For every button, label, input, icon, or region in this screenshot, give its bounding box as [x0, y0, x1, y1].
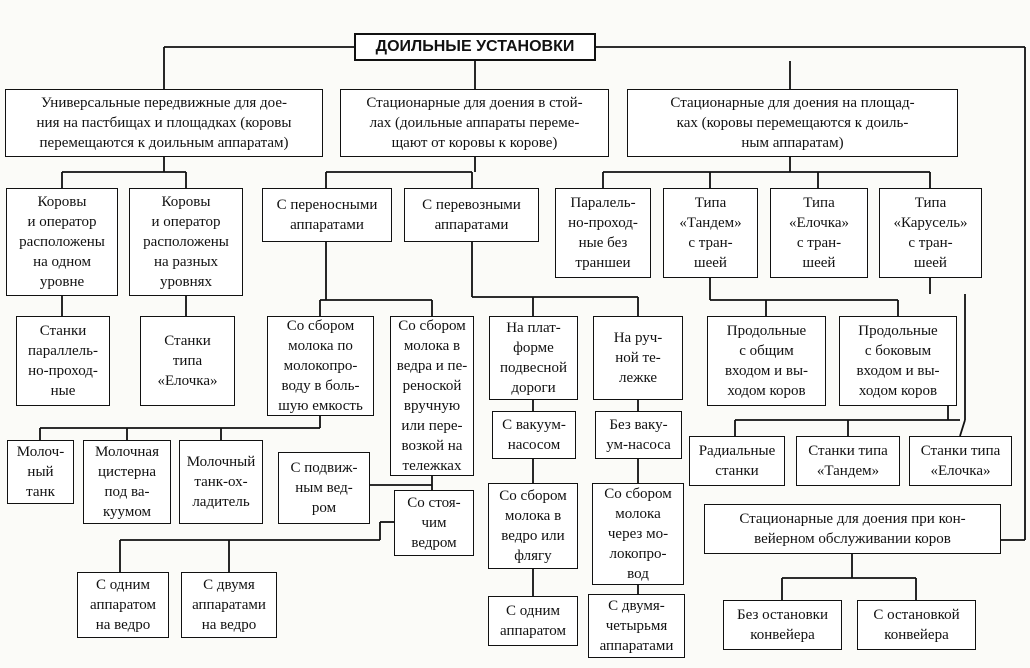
node-cooler-tank: Молочный танк-ох- ладитель [179, 440, 263, 524]
node-vacuum-cistern: Молочная цистерна под ва- куумом [83, 440, 171, 524]
node-pipeline-milk: Со сбором молока через мо- локопро- вод [592, 483, 684, 585]
node-same-level: Коровы и оператор расположены на одном у… [6, 188, 118, 296]
node-tandem-stalls: Станки типа «Тандем» [796, 436, 900, 486]
node-with-stop: С остановкой конвейера [857, 600, 976, 650]
node-platform: Стационарные для доения на площад- ках (… [627, 89, 958, 157]
node-diff-level: Коровы и оператор расположены на разных … [129, 188, 243, 296]
node-no-vacuum-pump: Без ваку- ум-насоса [595, 411, 682, 459]
node-one-apparatus: С одним аппаратом [488, 596, 578, 646]
node-two-apparatus-bucket: С двумя аппаратами на ведро [181, 572, 277, 638]
node-portable: С переносными аппаратами [262, 188, 392, 242]
node-side-entry: Продольные с боковым входом и вы- ходом … [839, 316, 957, 406]
node-no-stop: Без остановки конвейера [723, 600, 842, 650]
node-milk-tank: Молоч- ный танк [7, 440, 74, 504]
node-mobile-bucket: С подвиж- ным вед- ром [278, 452, 370, 524]
node-elochka-trench: Типа «Елочка» с тран- шеей [770, 188, 868, 278]
node-radial: Радиальные станки [689, 436, 785, 486]
node-hand-cart: На руч- ной те- лежке [593, 316, 683, 400]
node-stall: Стационарные для доения в стой- лах (дои… [340, 89, 609, 157]
node-common-entry: Продольные с общим входом и вы- ходом ко… [707, 316, 826, 406]
node-pipeline-collect: Со сбором молока по молокопро- воду в бо… [267, 316, 374, 416]
node-elochka-stalls: Станки типа «Елочка» [140, 316, 235, 406]
node-conveyor: Стационарные для доения при кон- вейерно… [704, 504, 1001, 554]
node-one-apparatus-bucket: С одним аппаратом на ведро [77, 572, 169, 638]
node-two-four-apparatus: С двумя- четырьмя аппаратами [588, 594, 685, 658]
node-elochka-stalls2: Станки типа «Елочка» [909, 436, 1012, 486]
node-karusel-trench: Типа «Карусель» с тран- шеей [879, 188, 982, 278]
node-stationary-bucket: Со стоя- чим ведром [394, 490, 474, 556]
node-root: ДОИЛЬНЫЕ УСТАНОВКИ [354, 33, 596, 61]
node-bucket-flask: Со сбором молока в ведро или флягу [488, 483, 578, 569]
node-universal: Универсальные передвижные для дое- ния н… [5, 89, 323, 157]
node-transport: С перевозными аппаратами [404, 188, 539, 242]
node-parallel-no-trench: Паралель- но-проход- ные без траншеи [555, 188, 651, 278]
connector-line [959, 419, 966, 437]
node-vacuum-pump: С вакуум- насосом [492, 411, 576, 459]
node-parallel-stalls: Станки параллель- но-проход- ные [16, 316, 110, 406]
node-tandem-trench: Типа «Тандем» с тран- шеей [663, 188, 758, 278]
node-suspended-road: На плат- форме подвесной дороги [489, 316, 578, 400]
node-bucket-collect: Со сбором молока в ведра и пе- реноской … [390, 316, 474, 476]
